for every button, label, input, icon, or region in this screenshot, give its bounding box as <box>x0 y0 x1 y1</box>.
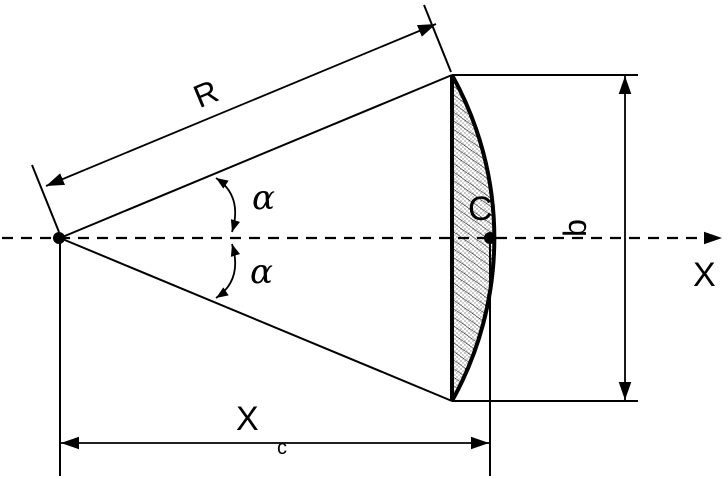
radius-extension-left <box>31 164 60 233</box>
angle-arc-upper <box>215 177 241 233</box>
centroid-point <box>484 232 496 244</box>
angle-markers: α α <box>215 177 275 299</box>
angle-label-upper: α <box>252 178 275 218</box>
radius-line-lower <box>59 237 453 402</box>
radius-label: R <box>188 73 223 115</box>
center-point <box>53 232 65 244</box>
chord-label: b <box>557 219 593 237</box>
angle-label-lower: α <box>250 252 273 292</box>
radius-extension-right <box>423 4 452 73</box>
xc-label-subscript: c <box>277 437 287 459</box>
xc-label-main: X <box>236 400 259 438</box>
x-axis-label: X <box>693 256 716 294</box>
centroid-distance-dimension: X c <box>59 240 491 476</box>
centroid-label: C <box>468 190 493 228</box>
radius-dimension: R <box>31 4 452 233</box>
circular-segment <box>450 74 497 402</box>
angle-arc-lower <box>215 243 241 299</box>
radius-dimension-line <box>45 23 437 187</box>
chord-dimension: b <box>452 74 638 402</box>
